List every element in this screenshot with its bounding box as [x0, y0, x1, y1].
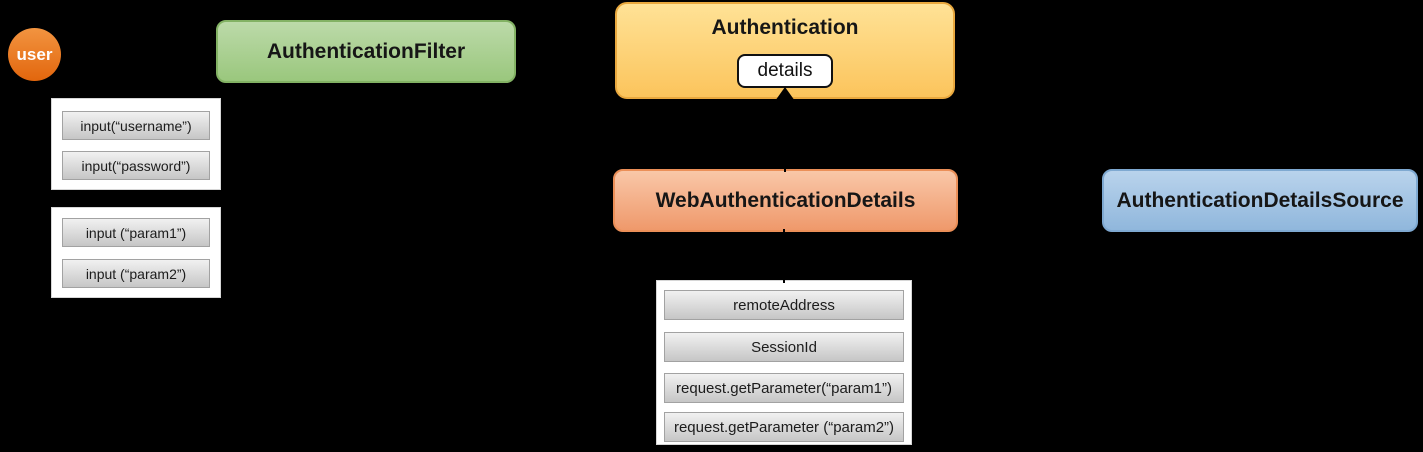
authentication-node: Authentication details	[615, 2, 955, 99]
authentication-filter-label: AuthenticationFilter	[266, 39, 466, 63]
authentication-details-source-label: AuthenticationDetailsSource	[1116, 188, 1404, 212]
web-authentication-details-node: WebAuthenticationDetails	[613, 169, 958, 232]
user-actor-label: user	[16, 44, 53, 64]
list-item: request.getParameter (“param2”)	[664, 412, 904, 442]
authentication-filter-node: AuthenticationFilter	[216, 20, 516, 83]
list-item: request.getParameter(“param1”)	[664, 373, 904, 403]
user-actor-badge: user	[8, 28, 61, 81]
web-details-fields-panel: remoteAddress SessionId request.getParam…	[656, 280, 912, 445]
list-item: remoteAddress	[664, 290, 904, 320]
list-item: input (“param1”)	[62, 218, 210, 247]
list-item: input (“param2”)	[62, 259, 210, 288]
authentication-label: Authentication	[711, 16, 859, 39]
details-chip-label: details	[757, 60, 813, 81]
connector-webdetails-to-details	[784, 98, 786, 172]
list-item: SessionId	[664, 332, 904, 362]
list-item: input(“username”)	[62, 111, 210, 140]
connector-fields-to-webdetails	[783, 229, 785, 283]
details-chip: details	[737, 54, 833, 88]
list-item: input(“password”)	[62, 151, 210, 180]
web-authentication-details-label: WebAuthenticationDetails	[655, 188, 916, 212]
arrow-up-icon	[775, 87, 795, 101]
params-input-panel: input (“param1”) input (“param2”)	[51, 207, 221, 298]
credentials-input-panel: input(“username”) input(“password”)	[51, 98, 221, 190]
authentication-details-source-node: AuthenticationDetailsSource	[1102, 169, 1418, 232]
